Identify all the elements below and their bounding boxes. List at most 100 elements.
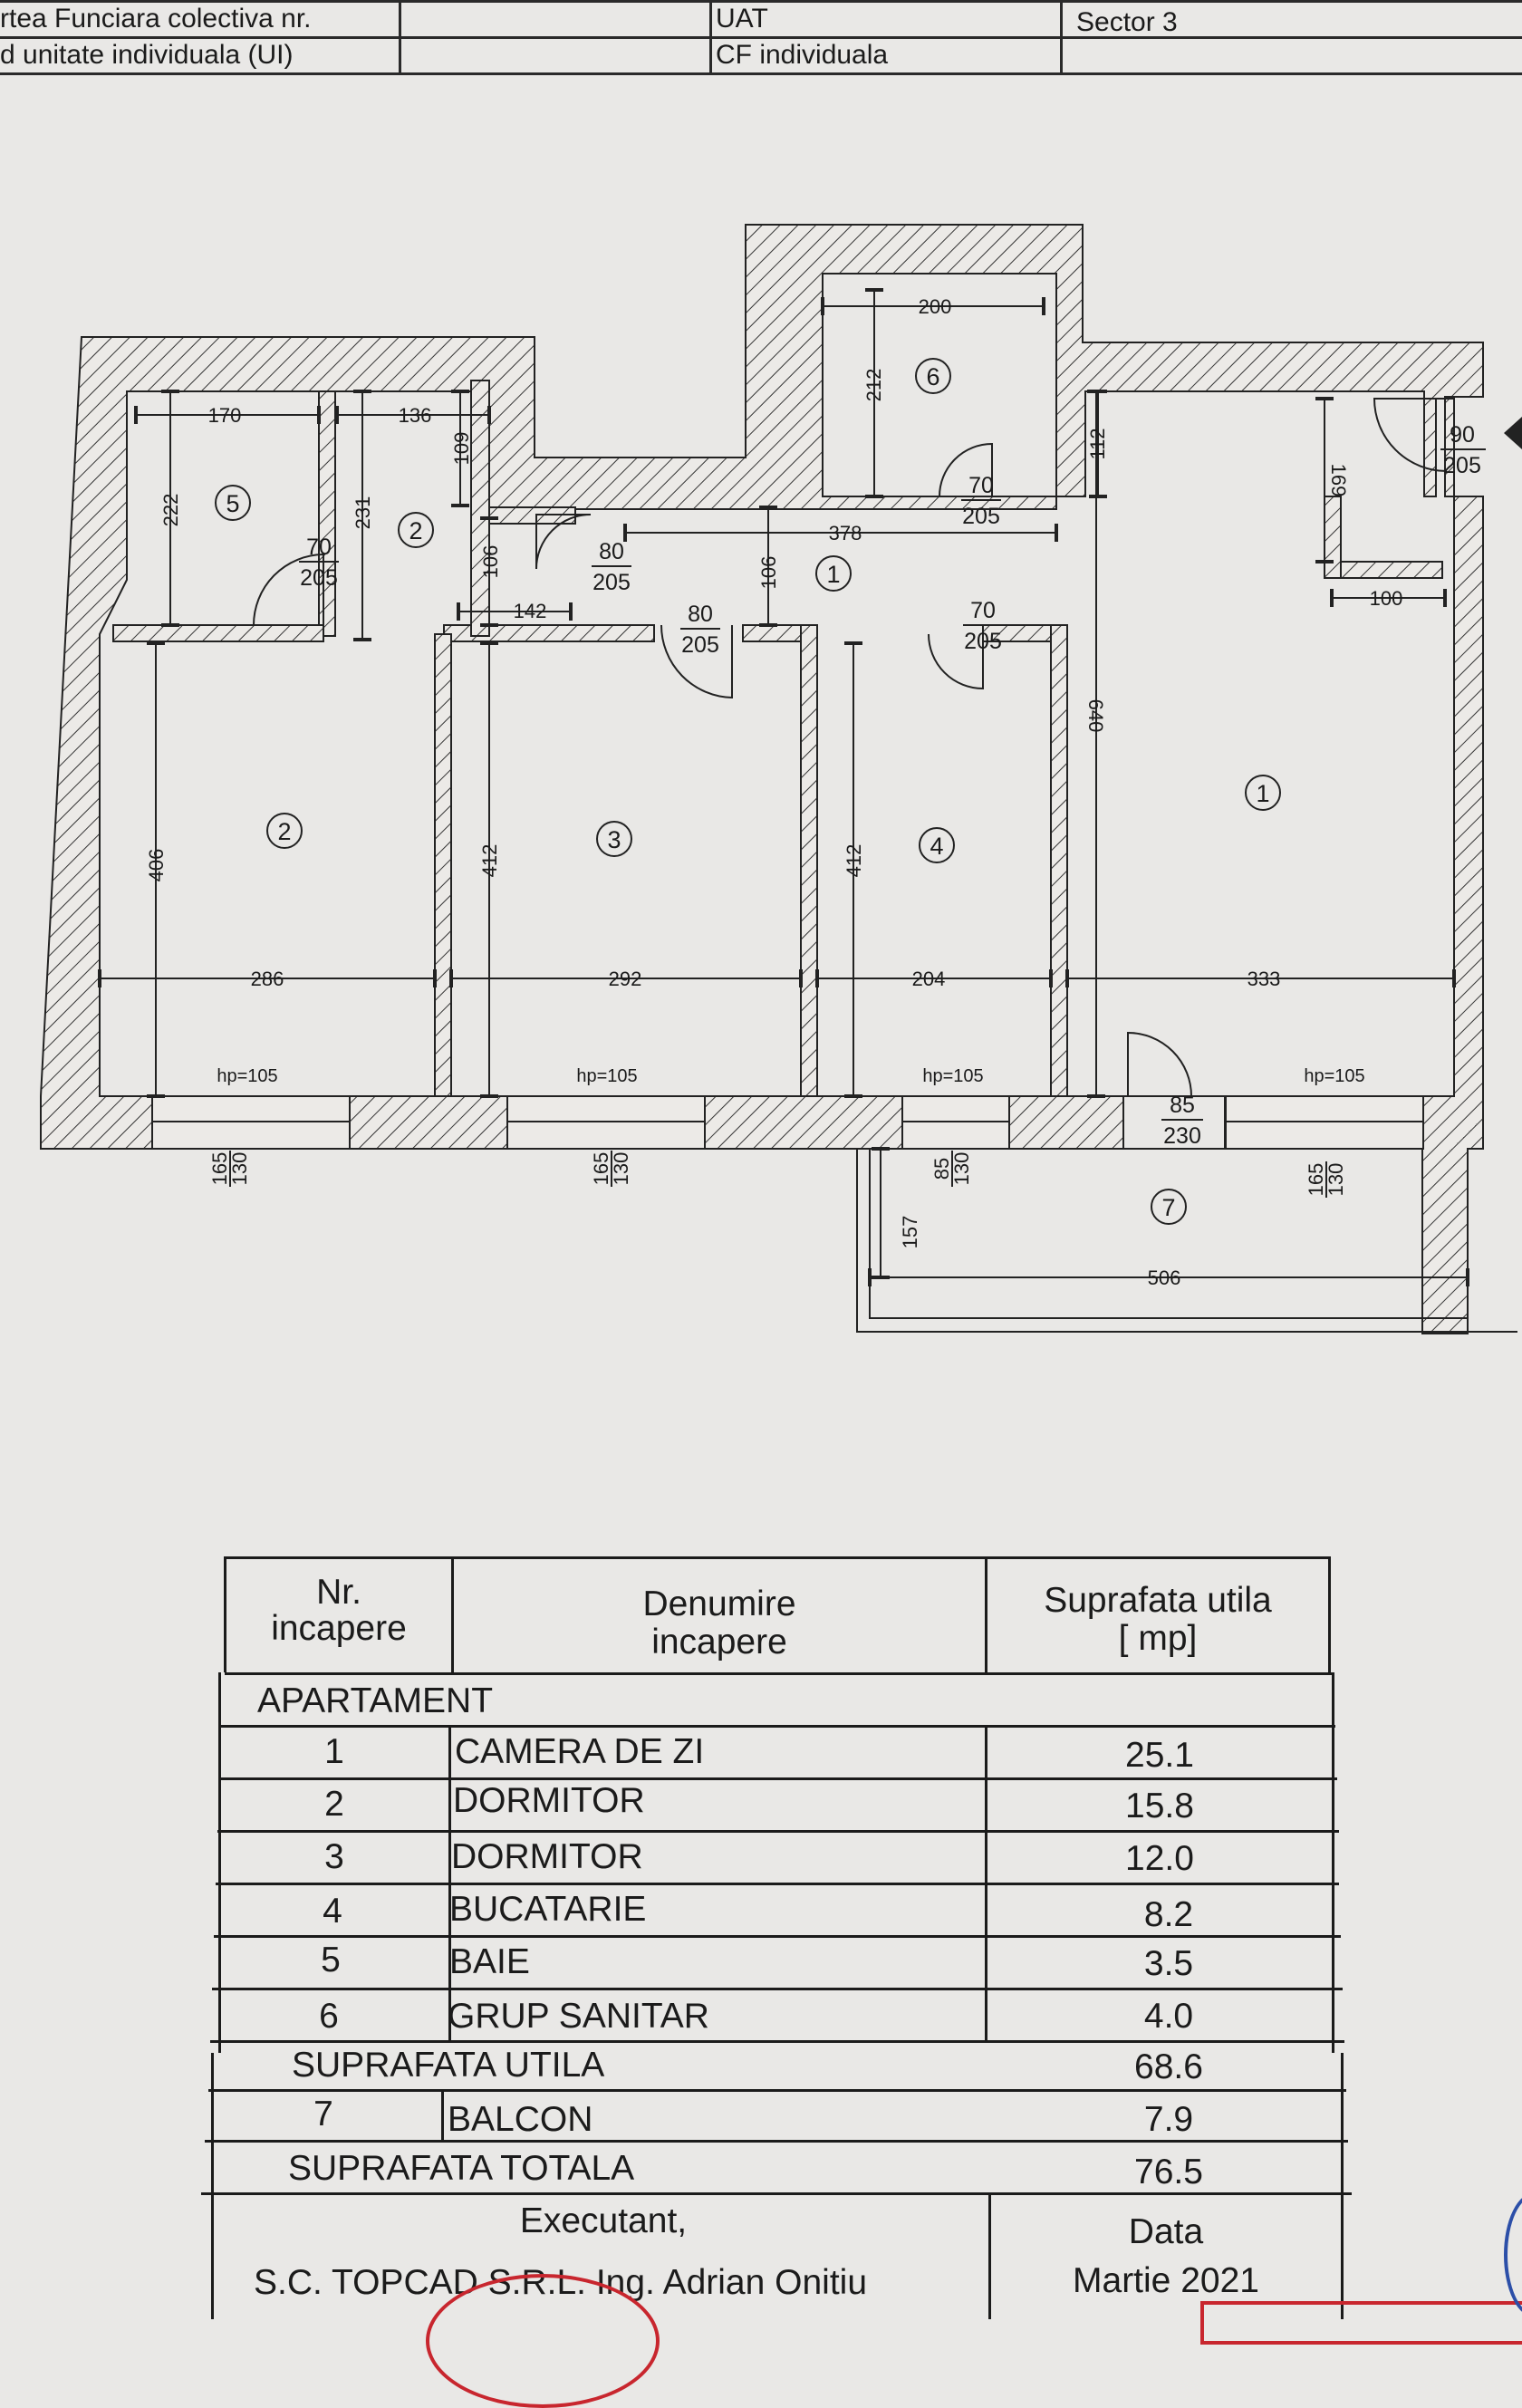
room-number: 1 [826,561,840,588]
room-number: 5 [226,490,239,517]
row-name: DORMITOR [453,1781,645,1820]
row-name: BUCATARIE [449,1890,647,1929]
window-height: 130 [950,1152,973,1186]
room-marker: 6 [915,358,951,394]
dim-label: 640 [1084,699,1107,733]
door-height: 205 [300,565,338,591]
header-col-rule [709,0,712,74]
walls [40,224,1484,1334]
window-label: 85 130 [930,1151,973,1187]
dim-label: 106 [757,556,780,590]
dim-label: 333 [1247,968,1281,990]
door-height: 205 [962,504,1000,529]
window-height: 130 [610,1152,632,1186]
row-nr: 2 [324,1785,344,1824]
table-rule [441,2089,444,2140]
header-cell: rtea Funciara colectiva nr. [0,4,312,34]
total-value: 76.5 [1134,2153,1203,2191]
table-rule [217,1830,1339,1833]
header-text: incapere [651,1623,787,1662]
total-label: SUPRAFATA TOTALA [288,2149,635,2188]
table-rule [218,1672,221,2053]
hp-label: hp=105 [1304,1066,1364,1086]
table-rule [201,2192,1352,2195]
dim-label: 112 [1086,428,1109,459]
interior-walls [112,380,1443,1097]
dim-label: 378 [829,522,862,544]
header-cell: Sector 3 [1076,7,1178,37]
row-name: GRUP SANITAR [448,1997,709,2036]
table-header-area: Suprafata utila [ mp] [987,1582,1328,1658]
table-rule [208,2089,1346,2092]
window-width: 165 [590,1152,612,1186]
room-number: 1 [1256,780,1269,807]
date-value: Martie 2021 [1073,2261,1259,2300]
header-text: Denumire [642,1584,796,1623]
window-labels: 165 130 165 130 85 130 165 130 [208,1151,1347,1198]
table-rule [216,1883,1339,1885]
door-label: 85 230 [1161,1093,1203,1149]
blue-seal-icon [1504,2192,1522,2317]
dim-label: 286 [251,968,284,990]
door-width: 80 [688,602,713,627]
door-width: 85 [1170,1093,1195,1118]
section-label: APARTAMENT [257,1681,494,1720]
header-col-rule [1060,0,1063,74]
window-width: 85 [930,1158,953,1180]
door-swings [253,398,1448,1097]
dim-label: 406 [145,849,168,882]
balcony [856,1149,1517,1333]
dim-label: 412 [478,844,501,878]
room-marker: 4 [919,827,955,863]
window-label: 165 130 [208,1151,251,1187]
row-name: DORMITOR [451,1837,643,1876]
windows [151,1095,1424,1150]
header-text: [ mp] [1118,1619,1198,1658]
hp-label: hp=105 [576,1066,637,1086]
dim-label: 106 [479,545,502,579]
door-width: 90 [1450,422,1475,448]
door-label: 80 205 [680,602,720,658]
room-marker: 2 [266,813,303,849]
usable-value: 68.6 [1134,2047,1203,2086]
row-area: 3.5 [1143,1944,1194,1983]
table-rule [1332,1672,1334,2053]
usable-label: SUPRAFATA UTILA [292,2046,605,2085]
window-height: 130 [1325,1163,1347,1197]
table-rule [211,2053,214,2319]
row-nr: 3 [324,1837,344,1876]
row-area: 4.0 [1143,1997,1194,2036]
row-name: CAMERA DE ZI [455,1732,705,1771]
room-marker: 7 [1151,1189,1187,1225]
dim-label: 212 [862,369,885,402]
door-width: 70 [970,598,996,623]
row-name: BAIE [449,1942,530,1981]
table-rule [985,1725,987,2040]
table-header-name: Denumire incapere [453,1585,986,1662]
door-height: 205 [681,632,719,658]
executor-name: S.C. TOPCAD S.R.L. Ing. Adrian Onitiu [254,2263,868,2302]
header-col-rule [399,0,401,74]
table-rule [985,1556,987,1672]
dim-label: 412 [843,844,865,878]
door-height: 205 [964,629,1002,654]
hp-label: hp=105 [922,1066,983,1086]
room-marker: 1 [815,555,852,592]
header-cell: d unitate individuala (UI) [0,40,294,70]
room-number: 4 [930,833,943,860]
table-rule [451,1556,454,1672]
dim-label: 109 [450,432,473,466]
dim-label: 292 [609,968,642,990]
dim-label: 136 [399,404,432,427]
window-label: 165 130 [1305,1161,1347,1198]
row-area: 8.2 [1143,1895,1194,1934]
executor-label: Executant, [519,2201,688,2240]
door-label: 90 205 [1440,422,1486,478]
row-nr: 6 [319,1997,339,2036]
door-height: 230 [1163,1123,1201,1149]
room-number: 3 [607,826,621,853]
header-text: incapere [271,1609,407,1648]
table-rule [221,1725,1335,1728]
dim-label: 170 [208,404,242,427]
dim-label: 222 [159,494,182,527]
